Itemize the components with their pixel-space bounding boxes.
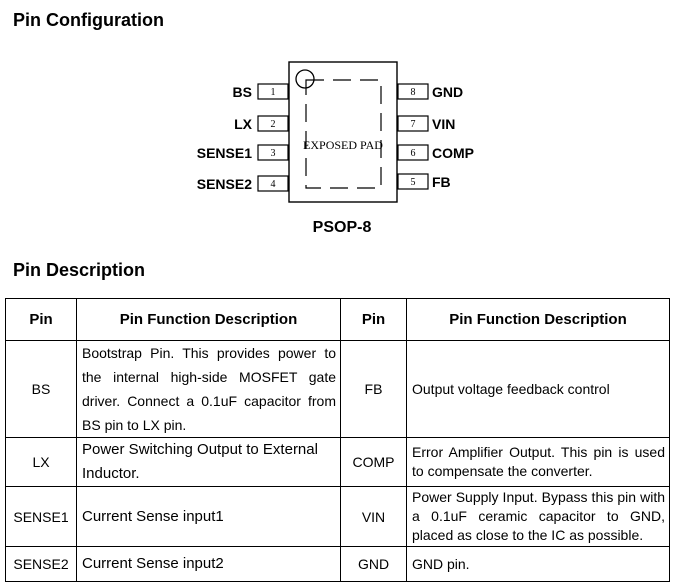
- pin-cell: SENSE1: [5, 486, 77, 547]
- right-pin-5: 5 FB: [397, 173, 451, 190]
- pin-number: 3: [271, 148, 276, 159]
- pin1-marker-icon: [295, 69, 315, 89]
- exposed-pad-outline: [305, 79, 382, 189]
- left-pin-3: 3 SENSE1: [197, 144, 289, 161]
- description-cell: Bootstrap Pin. This provides power to th…: [76, 340, 341, 438]
- pin-name: BS: [233, 84, 252, 100]
- pin-number: 1: [271, 87, 276, 98]
- pin-description-table: Pin Pin Function Description Pin Pin Fun…: [5, 298, 670, 582]
- left-pin-2: 2 LX: [234, 115, 289, 132]
- header-pin: Pin: [5, 298, 77, 341]
- pin-name: FB: [432, 174, 451, 190]
- right-pin-7: 7 VIN: [397, 115, 455, 132]
- pin-cell: SENSE2: [5, 546, 77, 582]
- pin-cell: COMP: [340, 437, 407, 487]
- left-pin-1: 1 BS: [233, 83, 289, 100]
- package-name: PSOP-8: [313, 219, 372, 236]
- pin-cell: GND: [340, 546, 407, 582]
- pin-cell: BS: [5, 340, 77, 438]
- left-pin-4: 4 SENSE2: [197, 175, 289, 192]
- header-pin: Pin: [340, 298, 407, 341]
- pin-name: GND: [432, 84, 463, 100]
- description-cell: GND pin.: [406, 546, 670, 582]
- pin-name: VIN: [432, 116, 455, 132]
- header-description: Pin Function Description: [406, 298, 670, 341]
- pin-name: LX: [234, 116, 253, 132]
- description-cell: Power Switching Output to External Induc…: [76, 437, 341, 487]
- right-pin-6: 6 COMP: [397, 144, 474, 161]
- description-cell: Power Supply Input. Bypass this pin with…: [406, 486, 670, 547]
- ic-package-body: [288, 61, 398, 203]
- right-pin-8: 8 GND: [397, 83, 463, 100]
- description-cell: Current Sense input1: [76, 486, 341, 547]
- pin-number: 6: [411, 148, 416, 159]
- pin-cell: FB: [340, 340, 407, 438]
- pin-number: 5: [411, 177, 416, 188]
- pin-cell: LX: [5, 437, 77, 487]
- pin-number: 7: [411, 119, 416, 130]
- pin-name: COMP: [432, 145, 474, 161]
- description-cell: Error Amplifier Output. This pin is used…: [406, 437, 670, 487]
- table-row: LX Power Switching Output to External In…: [5, 437, 670, 487]
- pin-number: 4: [271, 179, 276, 190]
- table-row: BS Bootstrap Pin. This provides power to…: [5, 340, 670, 438]
- exposed-pad-label: EXPOSED PAD: [303, 138, 383, 152]
- pin-name: SENSE2: [197, 176, 252, 192]
- header-description: Pin Function Description: [76, 298, 341, 341]
- pin-configuration-diagram: EXPOSED PAD 1 BS 2 LX 3 SENSE1 4 SENSE2 …: [197, 61, 474, 236]
- pin-description-heading: Pin Description: [13, 260, 146, 280]
- table-row: SENSE2 Current Sense input2 GND GND pin.: [5, 546, 670, 582]
- table-header-row: Pin Pin Function Description Pin Pin Fun…: [5, 298, 670, 341]
- pin-number: 8: [411, 87, 416, 98]
- table-row: SENSE1 Current Sense input1 VIN Power Su…: [5, 486, 670, 547]
- pin-configuration-heading: Pin Configuration: [13, 10, 164, 30]
- description-cell: Current Sense input2: [76, 546, 341, 582]
- pin-number: 2: [271, 119, 276, 130]
- pin-name: SENSE1: [197, 145, 252, 161]
- description-cell: Output voltage feedback control: [406, 340, 670, 438]
- pin-cell: VIN: [340, 486, 407, 547]
